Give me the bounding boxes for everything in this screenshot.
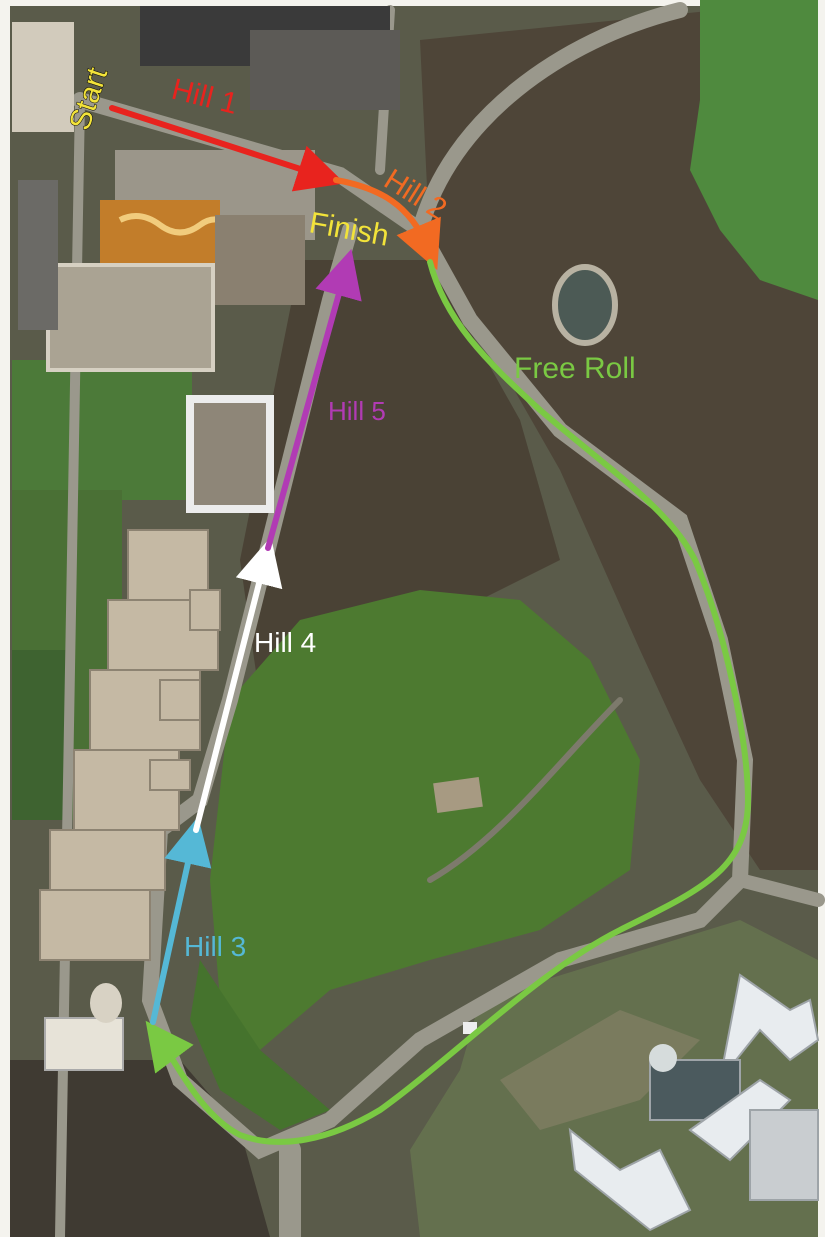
hill3-segment (150, 816, 212, 1025)
course-route (109, 105, 752, 1145)
hill5-label: Hill 5 (328, 396, 386, 426)
free-roll-label: Free Roll (514, 352, 636, 385)
hill2-segment (333, 177, 441, 271)
hill4-segment (193, 536, 283, 833)
hill1-segment (109, 105, 345, 192)
hill3-label: Hill 3 (184, 931, 246, 962)
buildings (12, 6, 820, 1232)
free-roll-segment (145, 259, 752, 1145)
hill5-segment (265, 248, 362, 551)
hill4-label: Hill 4 (254, 627, 316, 658)
